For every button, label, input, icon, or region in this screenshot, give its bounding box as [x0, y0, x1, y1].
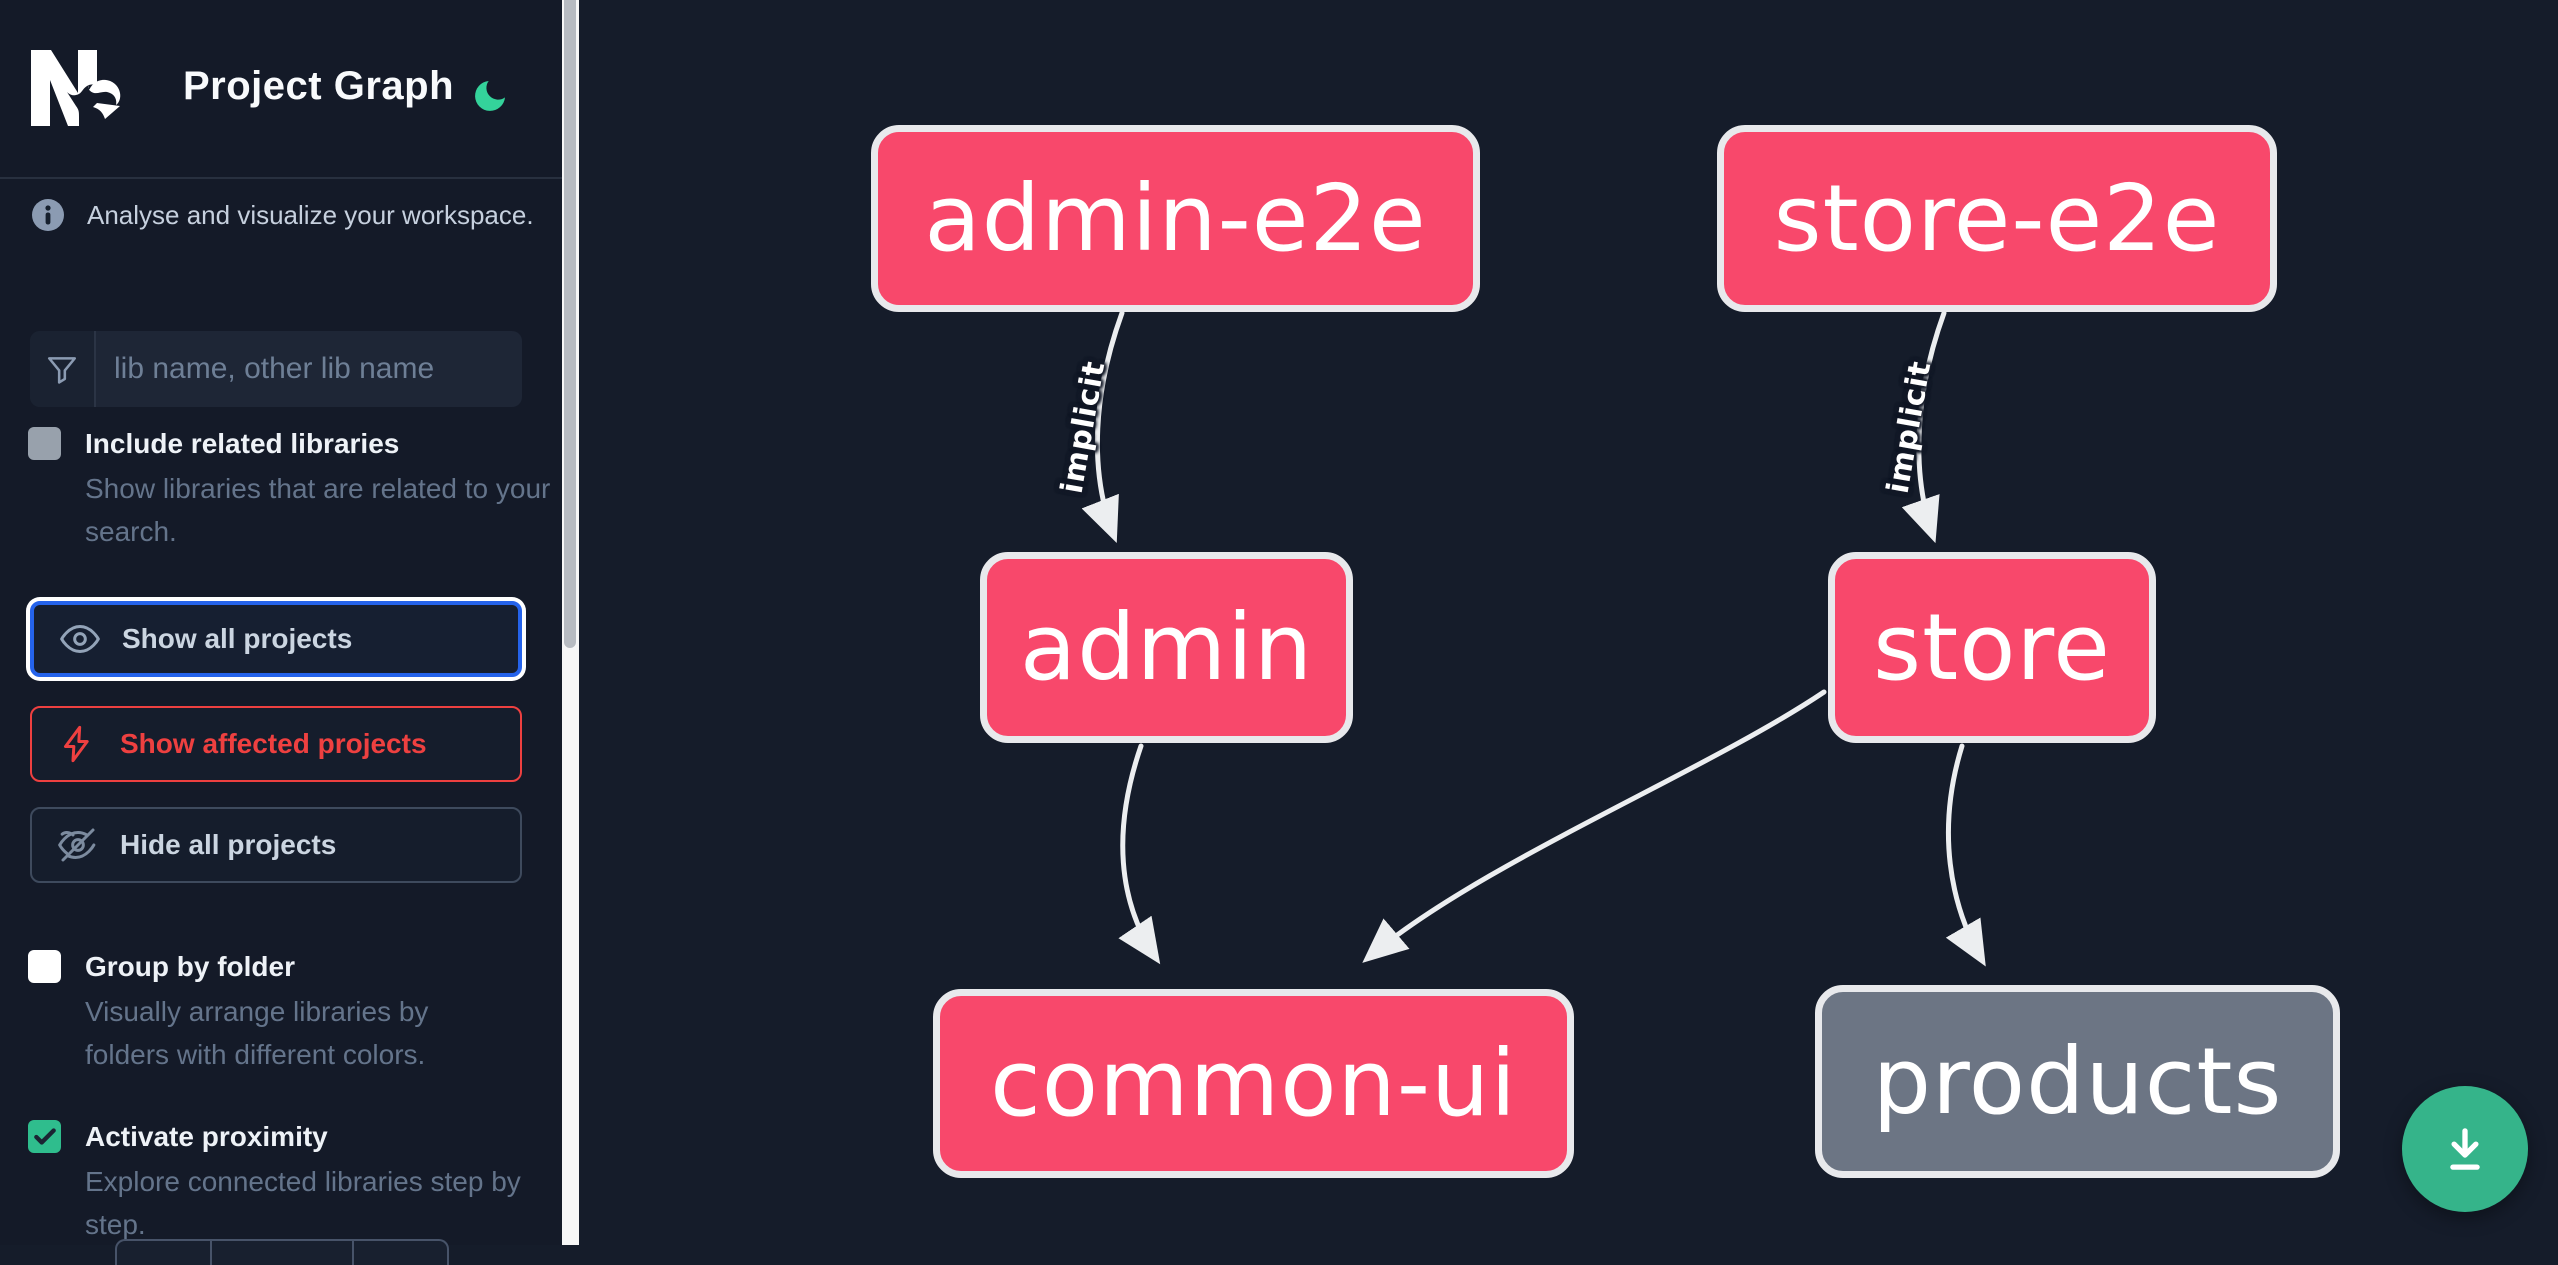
activate-proximity-checkbox[interactable] [28, 1120, 61, 1153]
node-label: common-ui [990, 1030, 1517, 1137]
group-by-folder-description: Visually arrange libraries by folders wi… [85, 996, 429, 1070]
sidebar-header: Project Graph [0, 0, 562, 179]
sidebar: Project Graph Analyse and visualize your… [0, 0, 562, 1265]
node-label: store-e2e [1773, 165, 2221, 272]
hide-all-projects-label: Hide all projects [120, 829, 337, 860]
hide-all-projects-button[interactable]: Hide all projects [30, 807, 522, 883]
bolt-icon [58, 724, 98, 764]
show-all-projects-button[interactable]: Show all projects [30, 601, 522, 677]
eye-icon [60, 619, 100, 659]
edge-store-to-products [1945, 743, 1986, 967]
workspace-tagline: Analyse and visualize your workspace. [87, 199, 534, 230]
download-icon [2450, 1128, 2480, 1170]
show-affected-projects-button[interactable]: Show affected projects [30, 706, 522, 782]
workspace-tagline-row: Analyse and visualize your workspace. [31, 198, 541, 232]
node-label: admin-e2e [924, 165, 1427, 272]
group-by-folder-label: Group by folder [85, 951, 295, 982]
graph-node-store-e2e[interactable]: store-e2e [1717, 125, 2277, 312]
include-related-checkbox[interactable] [28, 427, 61, 460]
eye-off-icon [58, 825, 98, 865]
graph-node-products[interactable]: products [1815, 985, 2340, 1178]
sidebar-scrollbar[interactable] [562, 0, 579, 1245]
page-title: Project Graph [183, 64, 455, 108]
sidebar-scrollbar-thumb[interactable] [564, 0, 576, 648]
node-label: admin [1019, 594, 1314, 701]
check-icon [33, 1127, 56, 1145]
moon-icon [475, 81, 505, 111]
group-by-folder-checkbox[interactable] [28, 950, 61, 983]
node-label: products [1872, 1028, 2283, 1135]
activate-proximity-label: Activate proximity [85, 1121, 328, 1152]
include-related-libraries-option: Include related libraries Show libraries… [28, 425, 550, 553]
edge-admin-to-common-ui [1118, 743, 1161, 965]
group-by-folder-option: Group by folder Visually arrange librari… [28, 948, 528, 1076]
show-affected-projects-label: Show affected projects [120, 728, 427, 759]
graph-node-store[interactable]: store [1828, 552, 2156, 743]
show-all-projects-label: Show all projects [122, 623, 353, 654]
activate-proximity-description: Explore connected libraries step by step… [85, 1166, 521, 1240]
search-box [30, 331, 522, 407]
graph-node-admin[interactable]: admin [980, 552, 1353, 743]
theme-toggle-button[interactable] [470, 76, 510, 116]
funnel-icon [30, 331, 96, 407]
nx-logo [31, 50, 131, 126]
edge-store-to-common-ui [1362, 689, 1827, 963]
include-related-description: Show libraries that are related to your … [85, 473, 551, 547]
include-related-label: Include related libraries [85, 428, 400, 459]
edge-admin-e2e-to-admin [1081, 310, 1125, 543]
info-icon [31, 198, 65, 232]
download-graph-button[interactable] [2402, 1086, 2528, 1212]
graph-node-common-ui[interactable]: common-ui [933, 989, 1574, 1178]
edge-store-e2e-to-store [1901, 310, 1947, 544]
graph-node-admin-e2e[interactable]: admin-e2e [871, 125, 1480, 312]
search-input[interactable] [96, 331, 522, 407]
activate-proximity-option: Activate proximity Explore connected lib… [28, 1118, 528, 1246]
node-label: store [1873, 594, 2111, 701]
